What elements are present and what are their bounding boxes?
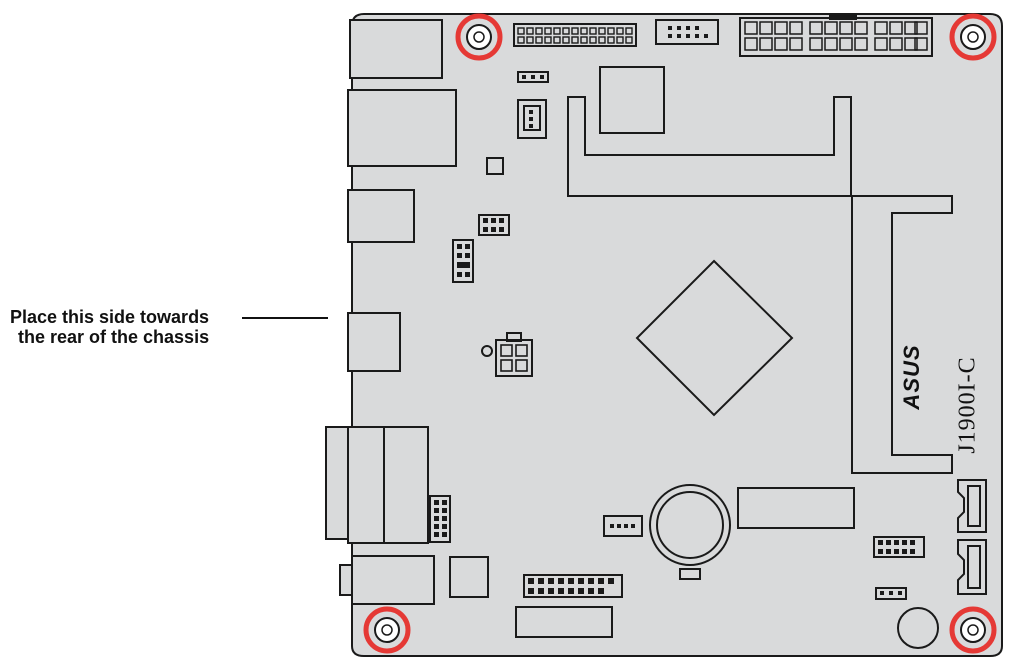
header-vertical-left xyxy=(429,495,451,543)
fan-header-pins xyxy=(529,110,533,128)
bios-chip xyxy=(599,66,665,134)
header-3pin-top-pins xyxy=(522,75,544,79)
jumper-block-b xyxy=(452,239,474,283)
mounting-hole-bottom-left xyxy=(363,606,411,654)
io-port-ps2 xyxy=(349,19,443,79)
cmos-battery-outer xyxy=(649,484,731,566)
sata-connector-1-inner xyxy=(967,485,981,527)
board-model-label: J1900I-C xyxy=(954,356,981,454)
fan-header-bottom xyxy=(603,515,643,537)
buzzer xyxy=(897,607,939,649)
cpu-power-latch xyxy=(506,332,522,342)
small-chip-lower xyxy=(449,556,489,598)
brand-logo: ASUS xyxy=(899,344,924,410)
atx-pins xyxy=(744,21,928,51)
annotation-line-1: Place this side towards xyxy=(10,307,210,327)
header-usb-pins xyxy=(668,26,708,38)
front-panel-header-pins xyxy=(528,578,614,594)
io-port-lan xyxy=(347,189,415,243)
small-chip-upper xyxy=(486,157,504,175)
jumper-block-a-pins xyxy=(483,218,504,232)
fan-header xyxy=(517,99,547,139)
header-right xyxy=(873,536,925,558)
io-port-usb-stack xyxy=(347,89,457,167)
jumper-block-a xyxy=(478,214,510,236)
front-panel-header xyxy=(523,574,623,598)
header-3pin-top xyxy=(517,71,549,83)
cpu-power-mark xyxy=(481,345,493,357)
io-port-audio xyxy=(351,555,435,605)
header-top-pin-row xyxy=(517,27,633,44)
atx-latch xyxy=(829,13,857,20)
header-3pin-bottom xyxy=(875,587,907,600)
sata-connector-1 xyxy=(957,479,987,533)
sata-connector-2-inner xyxy=(967,545,981,589)
soc-chip xyxy=(635,259,794,417)
cmos-battery-clip xyxy=(679,568,701,580)
header-right-pins xyxy=(878,540,915,554)
annotation-line-2: the rear of the chassis xyxy=(18,327,210,347)
chip-bottom-right xyxy=(737,487,855,529)
cmos-battery-inner xyxy=(656,491,724,559)
sata-connector-2 xyxy=(957,539,987,595)
pcie-slot-bottom xyxy=(515,606,613,638)
mounting-hole-bottom-right xyxy=(949,606,997,654)
board-components xyxy=(325,13,987,649)
header-usb xyxy=(655,19,719,45)
fan-header-bottom-pins xyxy=(610,524,635,528)
mounting-hole-top-right xyxy=(949,13,997,61)
cpu-power-pins xyxy=(500,344,528,372)
io-port-vga xyxy=(347,426,429,544)
header-top-pins xyxy=(513,23,637,47)
fan-header-inner xyxy=(523,105,541,131)
header-3pin-bottom-pins xyxy=(880,591,902,595)
io-port-hdmi xyxy=(347,312,401,372)
sodimm-slot xyxy=(851,195,953,474)
jumper-block-b-pins xyxy=(457,244,470,277)
header-vertical-left-pins xyxy=(434,500,447,537)
mounting-hole-top-left xyxy=(455,13,503,61)
mini-pcie-slot xyxy=(567,96,852,197)
